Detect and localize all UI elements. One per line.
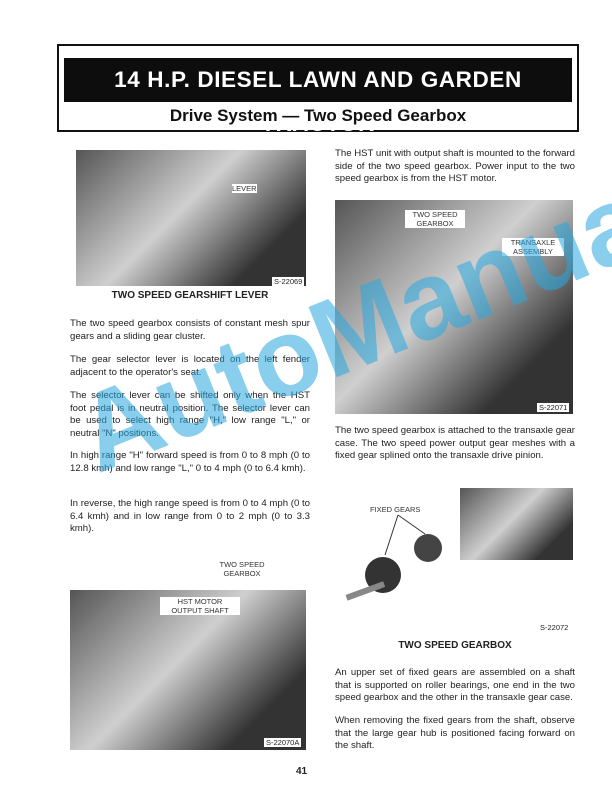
label-two-speed-gearbox: TWO SPEED GEARBOX	[405, 210, 465, 228]
gearshift-lever-photo	[76, 150, 306, 286]
transaxle-photo	[335, 200, 573, 414]
paragraph: The gear selector lever is located on th…	[70, 354, 310, 378]
paragraph: The two speed gearbox is attached to the…	[335, 425, 575, 462]
paragraph: The two speed gearbox consists of consta…	[70, 318, 310, 342]
figure-number: S-22071	[537, 403, 570, 412]
paragraph: When removing the fixed gears from the s…	[335, 715, 575, 752]
label-transaxle-assembly: TRANSAXLE ASSEMBLY	[502, 238, 564, 256]
label-lever: LEVER	[232, 184, 257, 193]
fixed-gears-drawing	[345, 514, 442, 601]
figure-number: S-22069	[272, 277, 305, 286]
page-title: 14 H.P. DIESEL LAWN AND GARDEN TRACTOR	[64, 58, 572, 136]
figure-caption: TWO SPEED GEARBOX	[398, 640, 512, 651]
paragraph: The selector lever can be shifted only w…	[70, 390, 310, 439]
section-subtitle: Drive System — Two Speed Gearbox	[169, 106, 467, 125]
figure-number: S-22070A	[264, 738, 302, 747]
label-fixed-gears: FIXED GEARS	[370, 505, 421, 514]
figure-number: S-22072	[538, 623, 571, 632]
hst-motor-photo	[70, 590, 306, 750]
gearbox-photo	[460, 488, 573, 560]
label-two-speed-gearbox: TWO SPEED GEARBOX	[219, 560, 265, 578]
figure-caption: TWO SPEED GEARSHIFT LEVER	[111, 290, 269, 301]
page-number: 41	[296, 766, 308, 777]
header-box: 14 H.P. DIESEL LAWN AND GARDEN TRACTOR D…	[57, 44, 579, 136]
paragraph: In high range "H" forward speed is from …	[70, 450, 310, 474]
paragraph: In reverse, the high range speed is from…	[70, 498, 310, 535]
paragraph: An upper set of fixed gears are assemble…	[335, 667, 575, 704]
paragraph: The HST unit with output shaft is mounte…	[335, 148, 575, 185]
label-hst-motor-output-shaft: HST MOTOR OUTPUT SHAFT	[160, 597, 240, 615]
